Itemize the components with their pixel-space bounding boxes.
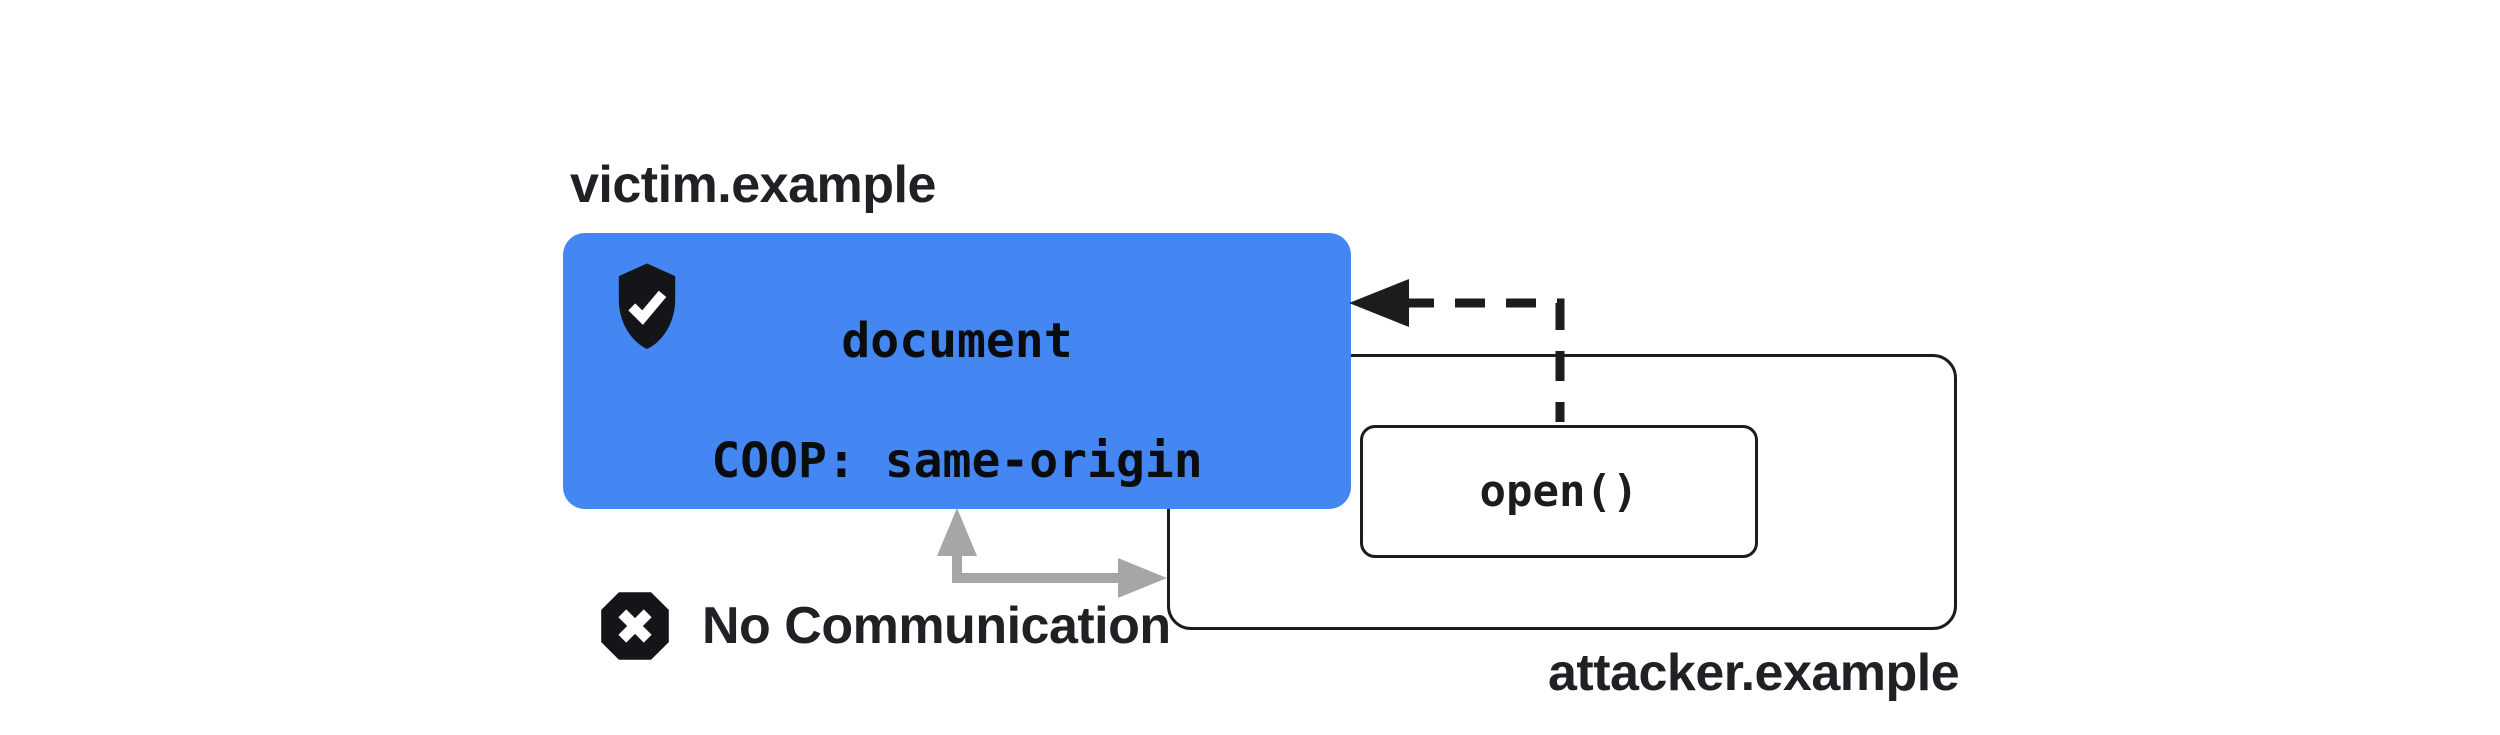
- document-line: document: [841, 313, 1073, 369]
- arrowhead-left-icon: [1349, 279, 1409, 327]
- victim-box-text: document COOP: same-origin: [563, 311, 1351, 491]
- open-call-label: open(): [1479, 466, 1639, 517]
- shield-check-icon: [618, 263, 676, 349]
- arrowhead-right-icon: [1118, 558, 1167, 598]
- open-call-box: open(): [1360, 425, 1758, 558]
- x-octagon-icon: [601, 592, 669, 660]
- attacker-domain-label: attacker.example: [1548, 644, 1960, 702]
- victim-document-box: document COOP: same-origin: [563, 233, 1351, 509]
- arrowhead-up-icon: [937, 508, 977, 556]
- no-communication-arrow: [937, 508, 1167, 598]
- no-communication-label: No Communication: [702, 597, 1171, 655]
- coop-header-line: COOP: same-origin: [711, 433, 1203, 489]
- victim-domain-label: victim.example: [570, 156, 936, 214]
